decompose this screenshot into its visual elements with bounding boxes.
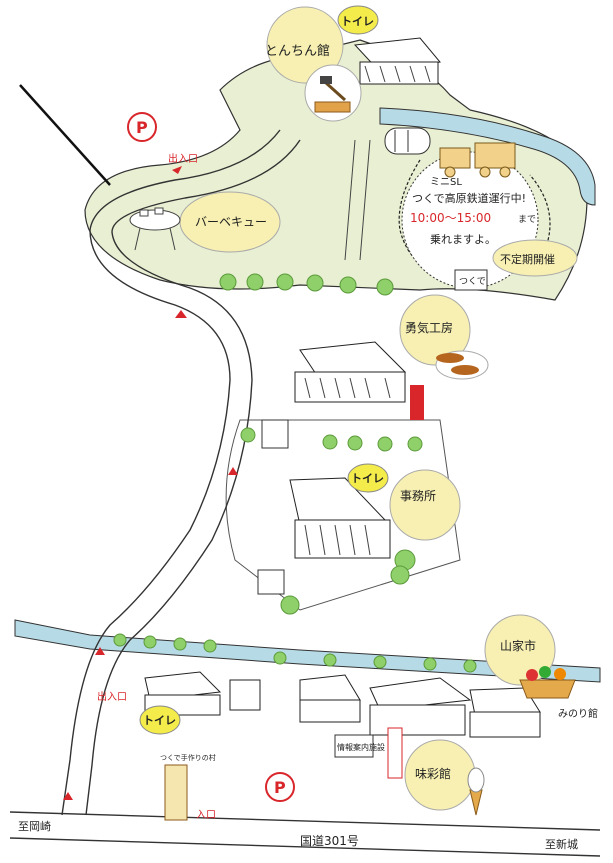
entrance-sign-label: 入口 xyxy=(196,810,216,821)
hammer-icon xyxy=(304,64,362,122)
tezukuri-label: つくで手作りの村 xyxy=(160,753,216,762)
tree-row-lower xyxy=(113,549,477,673)
parking-label-upper: P xyxy=(136,118,148,137)
stairs-middle xyxy=(261,419,289,449)
sl-line3: 乗れますよ。 xyxy=(430,233,496,246)
parking-upper xyxy=(127,112,157,142)
sl-hours: 10:00～15:00 xyxy=(410,211,491,225)
sl-train-icon xyxy=(439,142,516,178)
tree-row-upper xyxy=(219,273,394,296)
toilet-badge-tonchin xyxy=(337,5,379,35)
jimusho-building xyxy=(289,477,391,559)
exit-entrance-upper: 出入口 xyxy=(168,152,198,165)
tonchin-building xyxy=(353,37,441,85)
tree-row-middle xyxy=(240,427,423,452)
ajisai-label: 味彩館 xyxy=(415,766,451,781)
main-road xyxy=(61,129,281,816)
main-road-inner xyxy=(85,139,301,816)
tsukude-sign xyxy=(454,269,488,291)
to-shinshiro-label: 至新城 xyxy=(545,837,578,851)
parking-label-lower: P xyxy=(274,778,286,797)
tunnel-icon xyxy=(384,127,431,155)
soft-serve-icon xyxy=(467,767,485,816)
direction-arrows xyxy=(63,166,238,800)
sl-line1: つくで高原鉄道運行中! xyxy=(412,191,526,205)
toilet-badge-shops xyxy=(139,705,181,735)
tonchin-label: とんちん館 xyxy=(265,44,330,59)
exit-entrance-lower: 出入口 xyxy=(97,690,127,703)
entrance-road xyxy=(19,84,111,186)
yamaga-ichi-bubble xyxy=(484,614,556,686)
minori-kan-label: みのり館 xyxy=(558,707,598,720)
bbq-grill-icon xyxy=(129,207,181,251)
joho-panel xyxy=(334,734,374,758)
sl-title: ミニSL xyxy=(430,177,462,188)
yuki-kobo-building xyxy=(294,341,407,403)
irregular-bubble xyxy=(492,239,578,277)
route-label: 国道301号 xyxy=(300,834,359,848)
bbq-label: バーベキュー xyxy=(195,215,267,229)
irregular-label: 不定期開催 xyxy=(500,252,555,266)
shop-row-right xyxy=(299,674,541,738)
yuki-kobo-label: 勇気工房 xyxy=(405,320,453,335)
tonchin-bubble xyxy=(266,6,344,84)
sl-made: まで xyxy=(518,214,536,225)
yuki-kobo-banner xyxy=(410,385,424,420)
stairs-lower xyxy=(257,569,285,595)
lower-water-channel xyxy=(14,619,601,683)
tsukude-sign-label: つくで xyxy=(459,277,486,287)
parking-lower xyxy=(265,772,295,802)
footpath xyxy=(344,139,371,261)
route-301 xyxy=(9,811,601,857)
jimusho-bubble xyxy=(389,469,461,541)
dango-icon xyxy=(435,350,489,380)
joho-label: 情報案内施設 xyxy=(337,742,385,752)
yamaga-ichi-label: 山家市 xyxy=(500,638,536,653)
upper-water-channel xyxy=(379,107,596,206)
toilet-label-tonchin: トイレ xyxy=(341,15,374,28)
toilet-label-shops: トイレ xyxy=(143,714,176,727)
toilet-badge-jimusho xyxy=(347,463,389,493)
to-okazaki-label: 至岡崎 xyxy=(18,819,51,833)
vertical-banner xyxy=(387,727,403,779)
yuki-kobo-bubble xyxy=(399,294,471,366)
veggie-basket-icon xyxy=(519,666,576,699)
toilet-label-jimusho: トイレ xyxy=(351,472,384,485)
tezukuri-signboard xyxy=(164,764,188,821)
jimusho-label: 事務所 xyxy=(400,489,436,503)
